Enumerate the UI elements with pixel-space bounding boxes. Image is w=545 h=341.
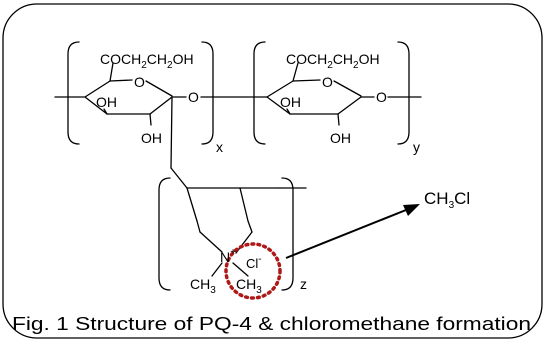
ring-oxygen-x: O: [134, 74, 145, 90]
substituent-x: COCH2CH2OH: [100, 51, 194, 71]
quaternary-nitrogen: N+: [220, 247, 236, 265]
end-oxygen-y: O: [376, 89, 387, 105]
hydroxyl-y-left: OH: [280, 94, 301, 110]
methyl-right: CH3: [236, 276, 262, 296]
subscript-y: y: [413, 139, 420, 155]
chloride-ion: Cl-: [246, 254, 262, 271]
bracket-x-left: [67, 41, 80, 145]
bracket-z-right: [281, 177, 294, 291]
bracket-y-right: [397, 41, 410, 145]
hydroxyl-x-left: OH: [96, 94, 117, 110]
figure-frame: [2, 3, 543, 339]
figure-caption: Fig. 1 Structure of PQ-4 & chloromethane…: [12, 313, 531, 334]
bracket-x-right: [201, 41, 214, 145]
product-chloromethane: CH3Cl: [424, 189, 470, 211]
methyl-left: CH3: [190, 276, 216, 296]
reaction-arrow: [285, 207, 412, 259]
subscript-z: z: [300, 276, 307, 292]
ring-z-bonds: [170, 167, 307, 277]
substituent-y: COCH2CH2OH: [286, 51, 380, 71]
bracket-y-left: [253, 41, 266, 145]
bridge-oxygen: O: [188, 89, 199, 105]
ring-oxygen-y: O: [322, 74, 333, 90]
ring-x-bonds: [54, 62, 268, 169]
reaction-arrowhead: [403, 204, 420, 216]
hydroxyl-y-bottom: OH: [330, 130, 351, 146]
hydroxyl-x-bottom: OH: [141, 130, 162, 146]
bracket-z-left: [158, 177, 171, 291]
ring-y-bonds: [266, 62, 422, 126]
subscript-x: x: [216, 139, 223, 155]
chloride-highlight-circle: [224, 242, 282, 300]
